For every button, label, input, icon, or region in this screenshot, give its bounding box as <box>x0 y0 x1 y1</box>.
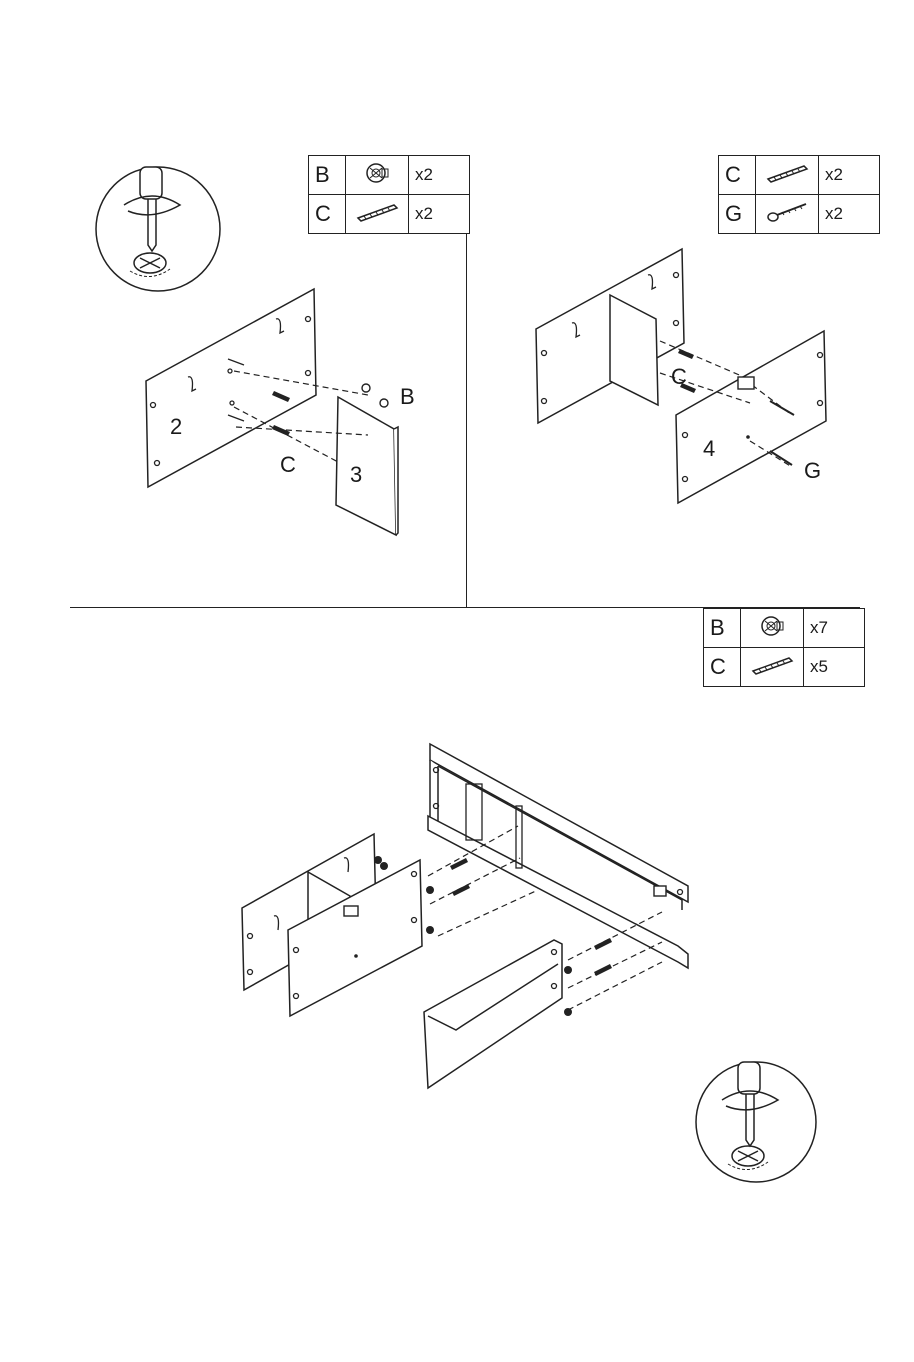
part-code: B <box>704 609 741 648</box>
screwdriver-tighten-cam-icon <box>94 165 224 293</box>
screw-icon <box>756 195 819 234</box>
parts-row: C x5 <box>704 648 865 687</box>
parts-table-step-b: C x2 G x2 <box>718 155 880 234</box>
step-c-exploded-drawing <box>238 740 698 1100</box>
part-quantity: x2 <box>819 156 880 195</box>
part-quantity: x5 <box>804 648 865 687</box>
parts-row: C x2 <box>719 156 880 195</box>
panel-label: 4 <box>703 436 715 462</box>
cam-lock-icon <box>346 156 409 195</box>
part-callout-screw: G <box>804 458 821 484</box>
parts-table-step-a: B x2 C x2 <box>308 155 470 234</box>
panel-label: 3 <box>350 462 362 488</box>
step-a-exploded-drawing <box>140 285 430 545</box>
part-code: C <box>309 195 346 234</box>
parts-row: G x2 <box>719 195 880 234</box>
part-callout-dowel: C <box>671 364 687 390</box>
screwdriver-tighten-cam-icon <box>692 1060 822 1184</box>
parts-table-step-c: B x7 C x5 <box>703 608 865 687</box>
part-callout-dowel: C <box>280 452 296 478</box>
parts-row: C x2 <box>309 195 470 234</box>
part-quantity: x2 <box>409 195 470 234</box>
wooden-dowel-icon <box>756 156 819 195</box>
part-code: C <box>704 648 741 687</box>
panel-label: 2 <box>170 414 182 440</box>
wooden-dowel-icon <box>346 195 409 234</box>
wooden-dowel-icon <box>741 648 804 687</box>
part-code: B <box>309 156 346 195</box>
cam-lock-icon <box>741 609 804 648</box>
part-quantity: x2 <box>409 156 470 195</box>
part-code: C <box>719 156 756 195</box>
part-callout-cam: B <box>400 384 415 410</box>
part-quantity: x7 <box>804 609 865 648</box>
parts-row: B x2 <box>309 156 470 195</box>
parts-row: B x7 <box>704 609 865 648</box>
part-quantity: x2 <box>819 195 880 234</box>
part-code: G <box>719 195 756 234</box>
